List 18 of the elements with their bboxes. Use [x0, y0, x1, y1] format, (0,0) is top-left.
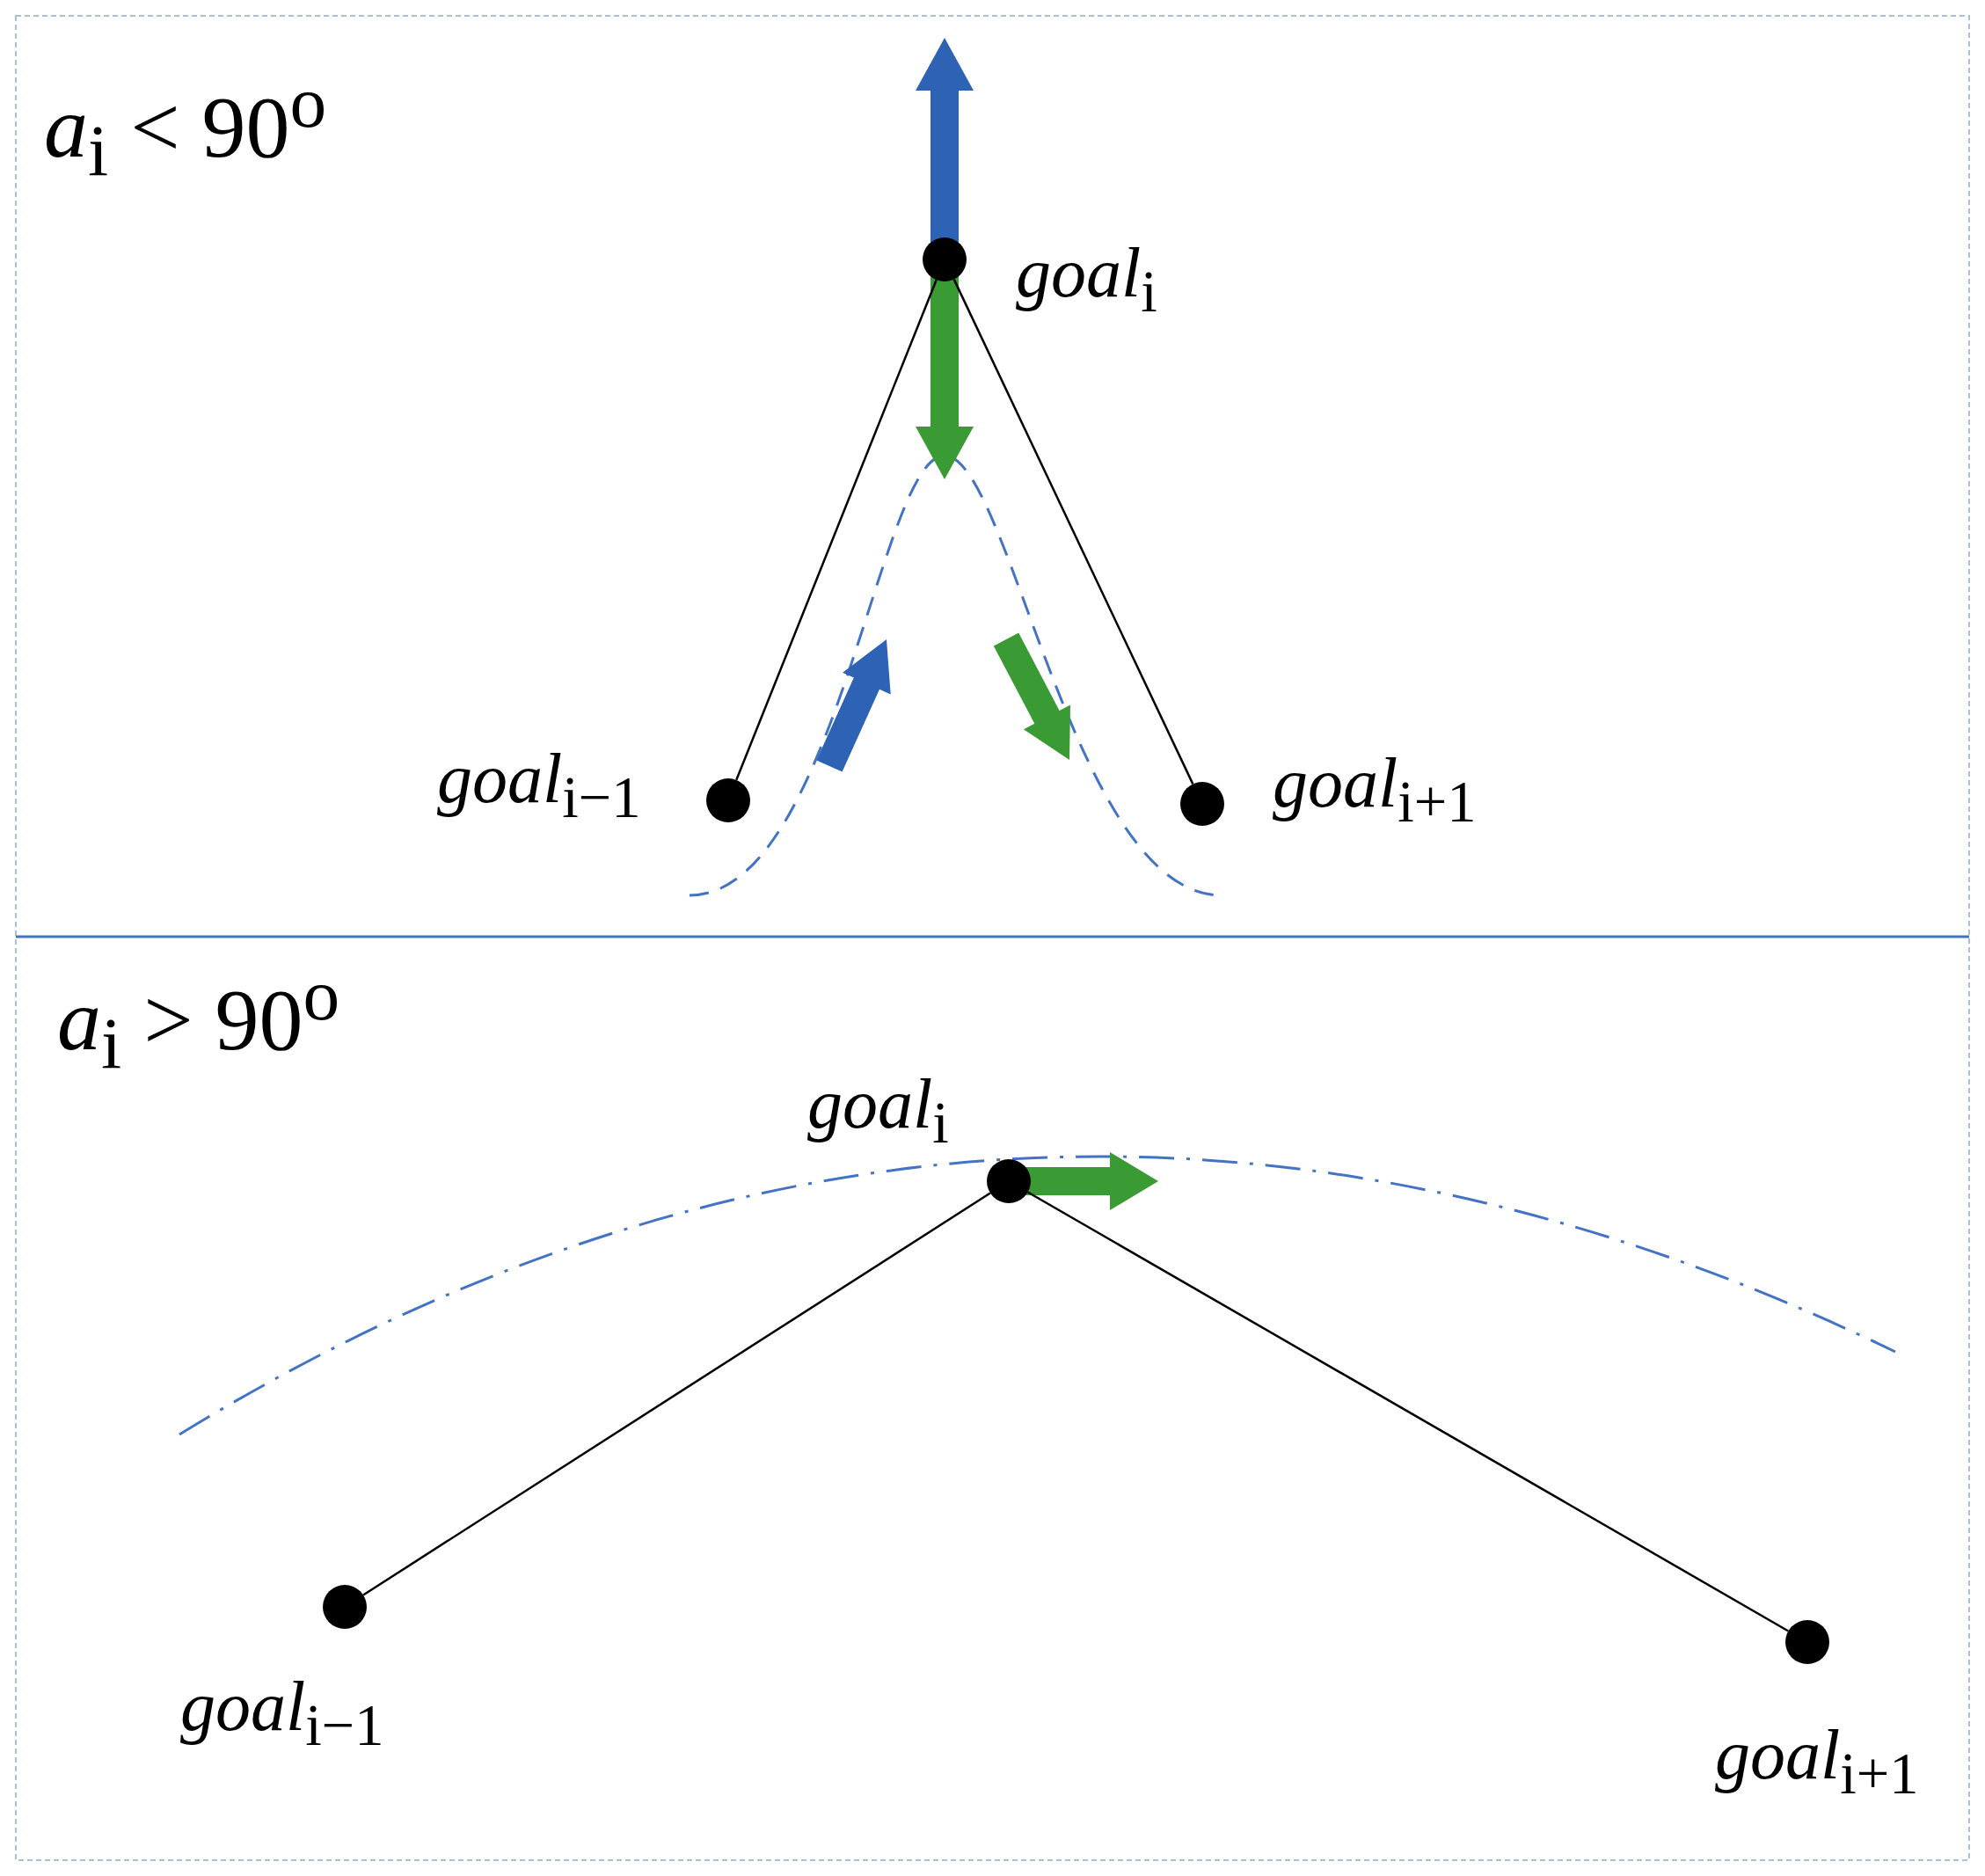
point-label: goal$_{i−1}$: [437, 743, 641, 828]
point-label: goal$_{i}$: [807, 1069, 949, 1153]
angle-condition: a$_{i}$ > 90$^{o}$: [57, 959, 340, 1081]
connector-line: [1027, 1191, 1789, 1632]
point-label: goal$_{i+1}$: [1715, 1719, 1919, 1804]
point-label: goal$_{i}$: [1016, 237, 1157, 322]
point-marker: [923, 237, 967, 281]
point-marker: [323, 1585, 367, 1629]
point-label: goal$_{i+1}$: [1273, 748, 1477, 832]
point-marker: [987, 1159, 1031, 1203]
connector-line: [362, 1192, 991, 1596]
angle-condition: a$_{i}$ < 90$^{o}$: [44, 66, 327, 188]
point-marker: [1180, 782, 1224, 826]
connector-line: [952, 279, 1194, 785]
point-label: goal$_{i−1}$: [180, 1671, 384, 1756]
point-marker: [706, 778, 750, 822]
point-marker: [1785, 1620, 1829, 1664]
connector-line: [735, 279, 938, 781]
